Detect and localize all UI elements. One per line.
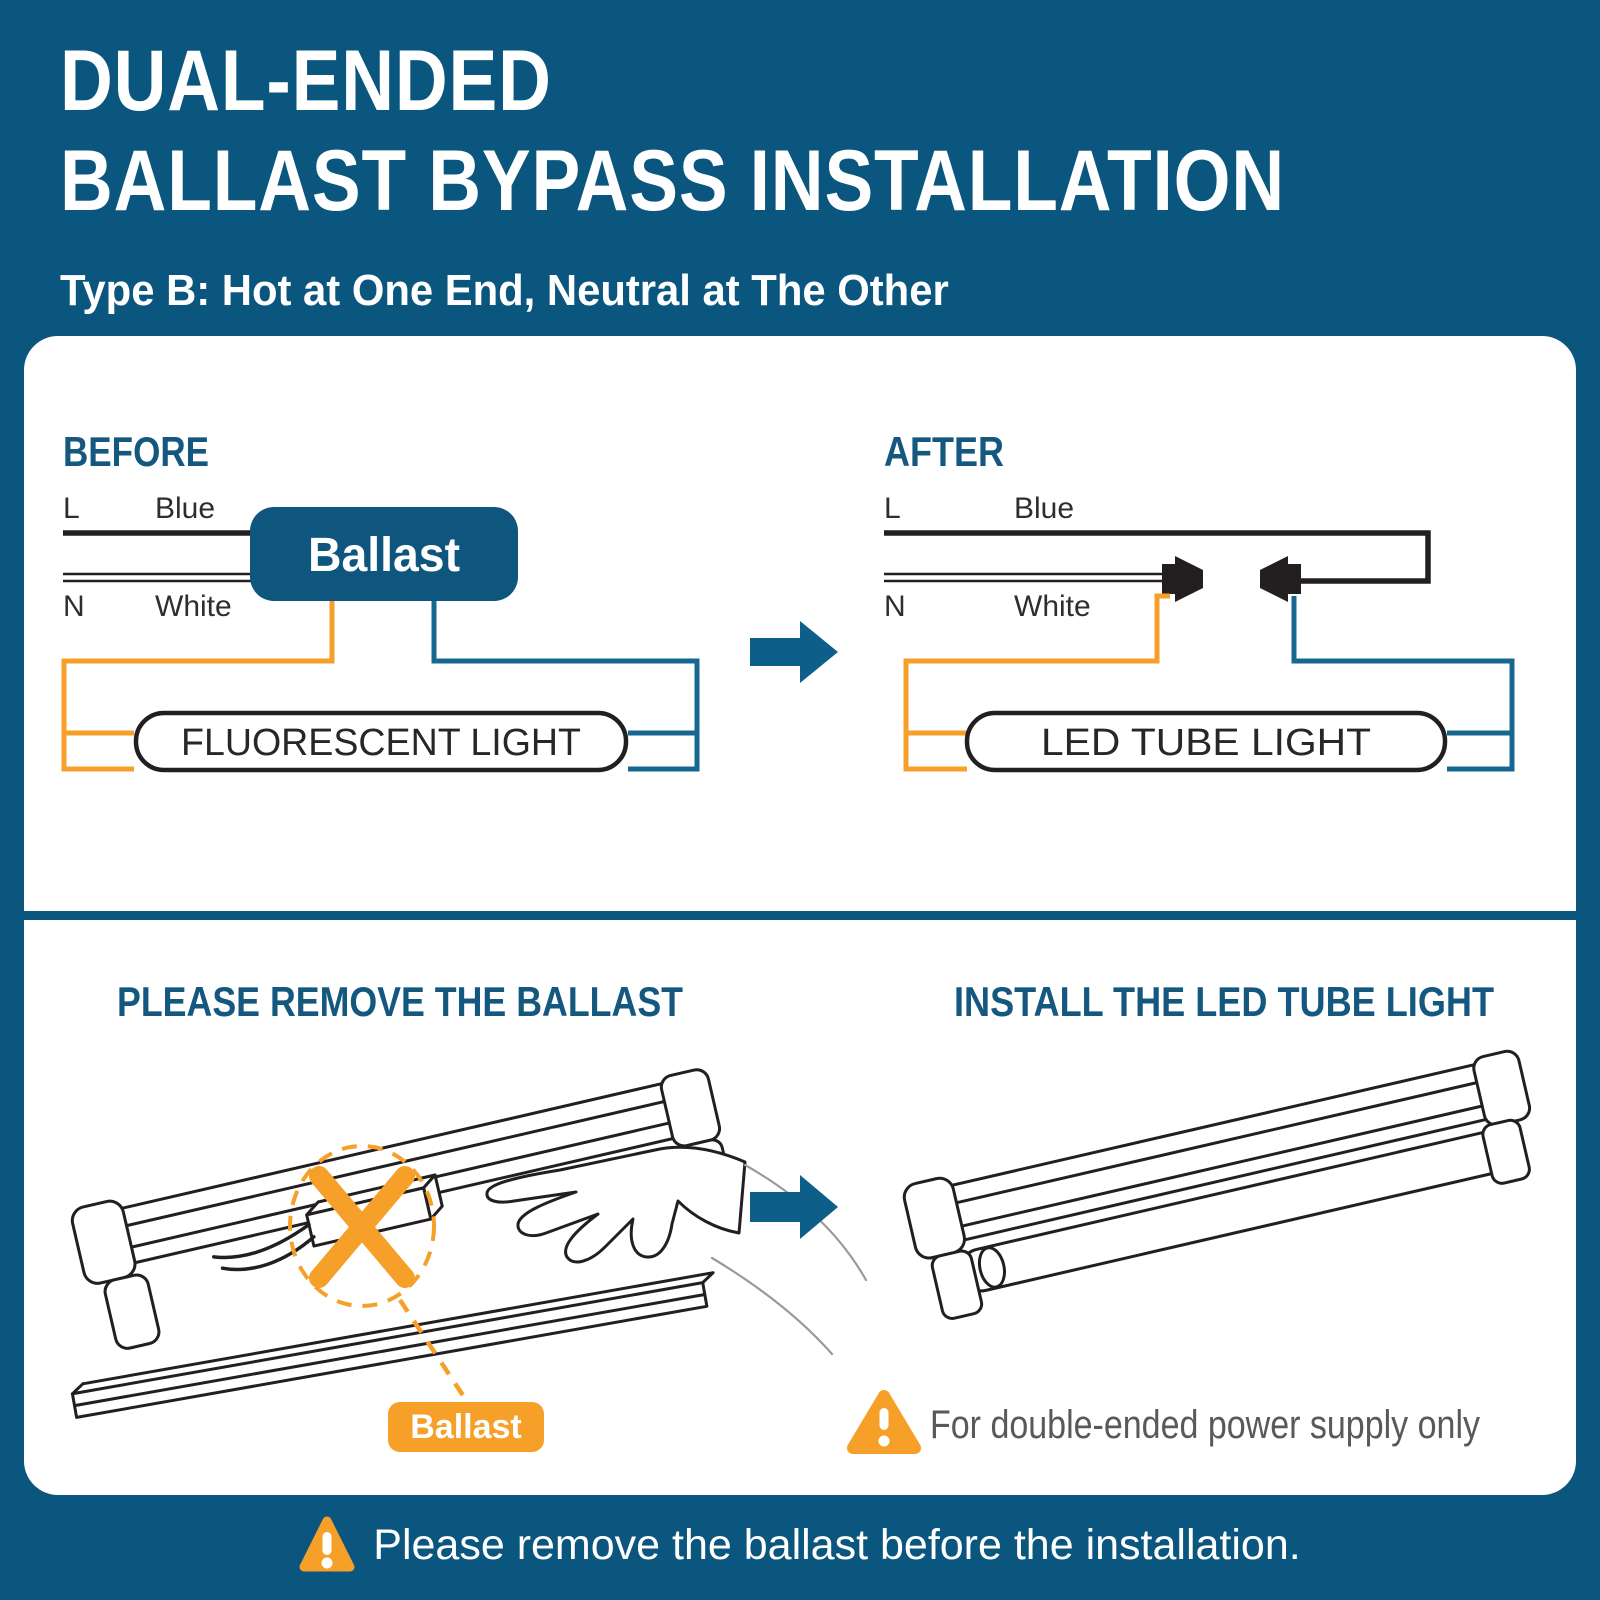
after-neutral-terminal-label: N [884,590,906,623]
remove-ballast-heading: PLEASE REMOVE THE BALLAST [117,978,683,1025]
page-subtitle: Type B: Hot at One End, Neutral at The O… [60,266,949,315]
before-diagram: BEFORE L Blue N White Ballast FLUORESCEN… [61,428,700,773]
ballast-box [250,507,518,601]
before-teal-wire [431,601,700,772]
double-ended-note: For double-ended power supply only [847,1390,1480,1454]
after-hot-wire-label: Blue [1014,492,1074,525]
before-neutral-wire-label: White [155,590,232,623]
installation-steps-panel: PLEASE REMOVE THE BALLAST INSTALL THE LE… [70,978,1532,1454]
fluorescent-tube-label: FLUORESCENT LIGHT [181,722,581,764]
page-title-line2: BALLAST BYPASS INSTALLATION [60,133,1285,229]
connector-right-icon [1162,556,1203,602]
before-hot-terminal-label: L [63,492,80,525]
tube-socket-left [930,1249,984,1320]
after-heading: AFTER [884,428,1004,475]
before-orange-wire [61,601,335,772]
footer-warning-text: Please remove the ballast before the ins… [373,1520,1301,1569]
arrow-right-icon [750,621,838,683]
arrow-right-icon [750,1175,838,1239]
after-hot-wire-line [884,530,1431,584]
install-tube-illustration [902,1049,1532,1320]
wiring-diagram-panel: BEFORE L Blue N White Ballast FLUORESCEN… [61,428,1515,773]
footer-warning: Please remove the ballast before the ins… [0,1502,1600,1588]
page-title-line1: DUAL-ENDED [60,33,552,129]
warning-icon [299,1516,355,1572]
tube-socket-right [1481,1118,1531,1185]
fixture-cover-tray [70,1271,715,1419]
ballast-callout-label: Ballast [410,1408,522,1446]
double-ended-note-text: For double-ended power supply only [930,1403,1480,1447]
remove-ballast-illustration [70,1068,868,1419]
connector-left-icon [1260,556,1301,602]
before-hot-wire-label: Blue [155,492,215,525]
warning-icon [847,1390,921,1454]
ballast-callout: Ballast [388,1402,544,1452]
before-neutral-terminal-label: N [63,590,85,623]
fluorescent-tube [133,710,629,773]
before-heading: BEFORE [63,428,209,475]
before-neutral-wire-line [63,572,253,583]
fixture-socket-left [103,1273,161,1350]
remove-cross-icon [288,1144,468,1402]
led-tube-label: LED TUBE LIGHT [1041,722,1371,764]
install-tube-heading: INSTALL THE LED TUBE LIGHT [954,978,1494,1025]
after-hot-terminal-label: L [884,492,901,525]
panel-divider [0,911,1600,920]
header: DUAL-ENDED BALLAST BYPASS INSTALLATION T… [60,38,1501,316]
after-orange-wire [903,593,1170,772]
after-neutral-wire-label: White [1014,590,1091,623]
after-neutral-wire-line [884,572,1162,583]
after-teal-wire [1291,596,1515,772]
ballast-box-label: Ballast [308,529,460,582]
after-diagram: AFTER L Blue N White LED TUBE LIGH [884,428,1515,773]
led-tube [964,710,1448,773]
